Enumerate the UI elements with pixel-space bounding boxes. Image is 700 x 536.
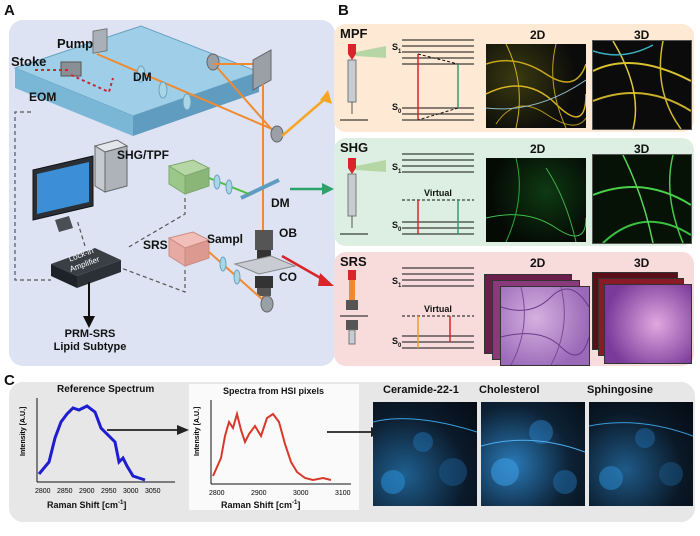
mpf-2d-label: 2D: [530, 28, 546, 42]
hsi-tick-3: 3100: [335, 490, 351, 497]
ref-tick-3: 2950: [101, 488, 117, 495]
panel-c-pipeline: Reference Spectrum Intensity [A.U.] 2800…: [9, 382, 695, 522]
red-arrow-head: [318, 273, 334, 286]
cholesterol-image: [481, 402, 585, 506]
sphingosine-image: [589, 402, 693, 506]
hsi-tick-0: 2800: [209, 490, 225, 497]
mpf-level-s1: S1: [392, 42, 402, 55]
stoke-label: Stoke: [11, 54, 47, 69]
srs-3d-image: [604, 284, 692, 364]
green-arrow-head: [322, 183, 334, 195]
shg-2d-fibers: [486, 158, 586, 242]
srs-row: SRS S1 S0 Virtual 2D 3D: [334, 252, 694, 366]
shg-row: SHG S1 S0 Virtual 2D 3D: [334, 138, 694, 246]
ref-tick-4: 3000: [123, 488, 139, 495]
image-1-label: Ceramide-22-1: [383, 384, 459, 396]
panel-b-label: B: [338, 2, 349, 19]
mpf-2d-image: [486, 44, 586, 128]
ref-spectrum-title: Reference Spectrum: [57, 384, 155, 395]
ceramide-texture: [373, 418, 477, 494]
hsi-spectrum-box: [189, 384, 359, 510]
sphingosine-texture: [589, 422, 693, 490]
ref-spectrum-ylabel: Intensity [A.U.]: [20, 407, 27, 456]
mpf-title: MPF: [340, 26, 368, 41]
shg-3d-fibers: [593, 155, 691, 243]
mpf-3d-label: 3D: [634, 28, 650, 42]
ref-spectrum-line: [37, 404, 146, 482]
hsi-spectrum-plot: Intensity [A.U.] 2800 2900 3000 3100: [194, 400, 351, 497]
hsi-spectrum-line: [212, 410, 332, 482]
image-2-label: Cholesterol: [479, 384, 540, 396]
hsi-tick-1: 2900: [251, 490, 267, 497]
condenser-label: CO: [279, 270, 297, 284]
eom-label: EOM: [29, 90, 57, 104]
srs-2d-label: 2D: [530, 256, 546, 270]
dm-right-label: DM: [271, 196, 290, 210]
shg-level-s1: S1: [392, 162, 402, 175]
ref-spectrum-plot: Intensity [A.U.] 2800 2850 2900 2950 300…: [20, 398, 175, 495]
orange-arrow-head: [320, 90, 332, 104]
mpf-row: MPF S1 S0 2D 3D: [334, 24, 694, 132]
ref-tick-2: 2900: [79, 488, 95, 495]
srs-3d-label: 3D: [634, 256, 650, 270]
shg-title: SHG: [340, 140, 369, 155]
shg-level-s0: S0: [392, 220, 402, 233]
sample-label: Sampl: [207, 232, 244, 246]
shg-tpf-label: SHG/TPF: [117, 148, 170, 162]
ref-tick-5: 3050: [145, 488, 161, 495]
objective-label: OB: [279, 226, 297, 240]
srs-level-s0: S0: [392, 336, 402, 349]
srs-virtual-label: Virtual: [424, 304, 452, 314]
connector-arrows: [281, 90, 334, 286]
arrow-to-hsi: [107, 425, 189, 435]
panel-a-setup: Stoke Pump DM EOM SHG/TPF DM SRS Sampl O…: [9, 20, 335, 366]
image-3-label: Sphingosine: [587, 384, 653, 396]
shg-2d-label: 2D: [530, 142, 546, 156]
shg-virtual-label: Virtual: [424, 188, 452, 198]
mpf-level-s0: S0: [392, 102, 402, 115]
hsi-spectrum-xlabel: Raman Shift [cm-1]: [221, 500, 301, 510]
output-line-2: Lipid Subtype: [53, 341, 127, 353]
mpf-3d-image: [592, 40, 692, 130]
shg-2d-image: [486, 158, 586, 242]
mpf-2d-fibers: [486, 44, 586, 128]
panel-c-label: C: [4, 372, 15, 389]
ref-spectrum-xlabel: Raman Shift [cm-1]: [47, 500, 127, 510]
output-line-1: PRM-SRS: [64, 328, 116, 340]
srs-2d-texture: [501, 287, 589, 365]
pump-label: Pump: [57, 36, 94, 51]
ref-tick-0: 2800: [35, 488, 51, 495]
srs-2d-image: [500, 286, 590, 366]
shg-3d-label: 3D: [634, 142, 650, 156]
srs-detector-label: SRS: [143, 238, 168, 252]
output-label: PRM-SRS Lipid Subtype: [49, 328, 131, 354]
srs-energy-diagram: [340, 267, 474, 349]
optical-setup-diagram: [13, 25, 297, 328]
hsi-tick-2: 3000: [293, 490, 309, 497]
shg-3d-image: [592, 154, 692, 244]
panel-a-label: A: [4, 2, 15, 19]
hsi-spectrum-ylabel: Intensity [A.U.]: [194, 407, 201, 456]
hsi-spectrum-title: Spectra from HSI pixels: [223, 386, 325, 396]
mpf-3d-fibers: [593, 41, 691, 129]
srs-level-s1: S1: [392, 276, 402, 289]
shg-energy-diagram: [340, 153, 474, 235]
ref-tick-1: 2850: [57, 488, 73, 495]
cholesterol-texture: [481, 420, 585, 494]
srs-title: SRS: [340, 254, 367, 269]
ceramide-image: [373, 402, 477, 506]
dm-top-label: DM: [133, 70, 152, 84]
mpf-energy-diagram: [340, 39, 474, 121]
